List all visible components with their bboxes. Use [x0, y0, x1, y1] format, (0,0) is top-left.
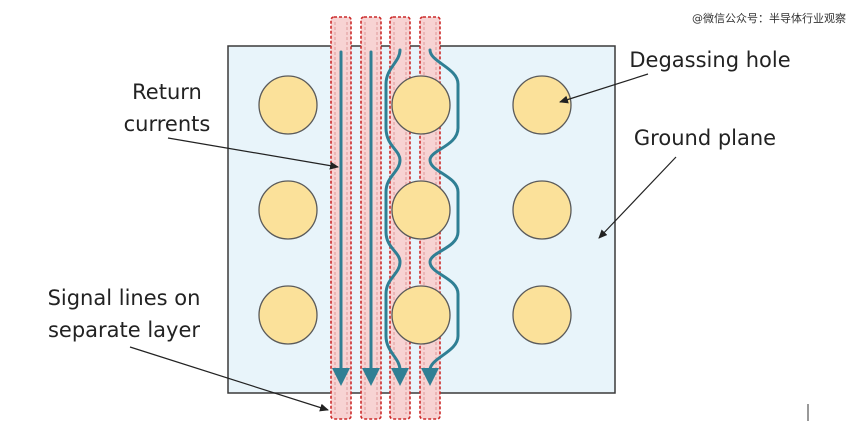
- return-currents-label-line2: currents: [124, 112, 211, 136]
- return-current-arrow: [332, 50, 350, 386]
- ground-plane-label: Ground plane: [634, 126, 776, 150]
- degassing-hole: [391, 180, 451, 240]
- degassing-hole-label: Degassing hole: [629, 48, 790, 72]
- degassing-hole: [512, 285, 572, 345]
- pointer-degassing-hole: [559, 73, 649, 104]
- degassing-hole: [512, 180, 572, 240]
- degassing-hole: [391, 75, 451, 135]
- degassing-hole: [391, 285, 451, 345]
- return-current-arrow: [421, 48, 460, 386]
- label-return-currents: Return currents: [124, 80, 211, 136]
- pointer-ground-plane: [598, 156, 677, 239]
- label-signal-lines: Signal lines on separate layer: [48, 286, 201, 342]
- return-current-arrow: [384, 48, 409, 386]
- signal-lines-label-line2: separate layer: [48, 318, 200, 342]
- pointer-return-currents: [167, 137, 339, 170]
- degassing-hole: [258, 285, 318, 345]
- degassing-hole: [512, 75, 572, 135]
- watermark: @微信公众号：半导体行业观察: [692, 11, 846, 25]
- pointer-lines: [129, 73, 677, 412]
- degassing-holes: [258, 75, 572, 345]
- degassing-hole: [258, 180, 318, 240]
- return-current-arrow: [362, 50, 380, 386]
- return-current-arrows: [332, 48, 460, 386]
- pointer-signal-lines: [129, 346, 329, 412]
- return-currents-label-line1: Return: [132, 80, 202, 104]
- signal-lines-label-line1: Signal lines on: [48, 286, 201, 310]
- degassing-hole: [258, 75, 318, 135]
